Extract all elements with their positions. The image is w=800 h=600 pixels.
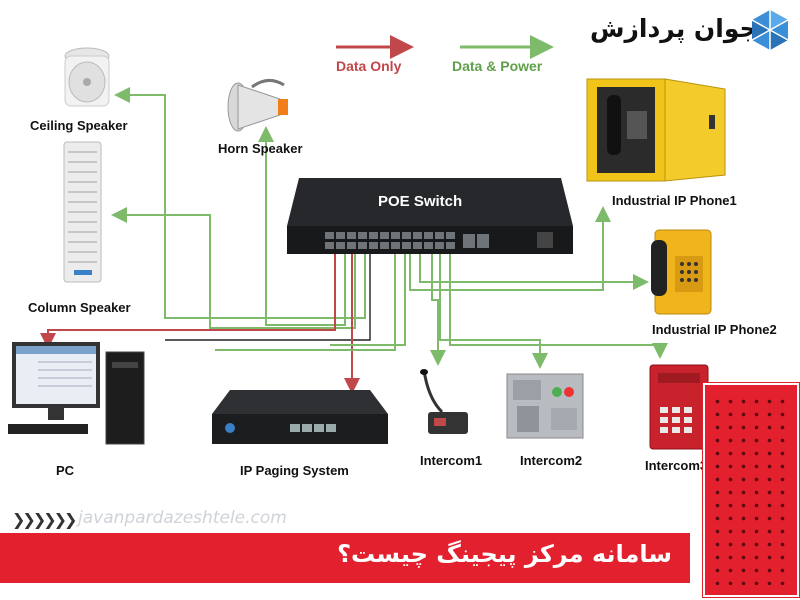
pc-icon bbox=[8, 342, 145, 445]
ceiling-speaker-icon bbox=[64, 47, 110, 107]
intercom1-label: Intercom1 bbox=[420, 453, 483, 468]
intercom3-icon bbox=[649, 364, 709, 450]
wire-intercom1 bbox=[430, 253, 446, 366]
decorative-red-panel bbox=[703, 383, 799, 597]
intercom3-label: Intercom3 bbox=[645, 458, 708, 473]
banner-title: سامانه مرکز پیجینگ چیست؟ bbox=[337, 540, 672, 568]
column-speaker-icon bbox=[63, 141, 102, 283]
poe-switch-label: POE Switch bbox=[378, 193, 463, 210]
column-speaker-label: Column Speaker bbox=[28, 300, 131, 315]
wire-intercom3 bbox=[449, 253, 668, 359]
brand-name: جوان پردازش bbox=[590, 14, 758, 43]
industrial-phone2-icon bbox=[651, 229, 712, 315]
industrial-phone1-label: Industrial IP Phone1 bbox=[612, 193, 737, 208]
wire-phone2 bbox=[419, 253, 649, 290]
wire-intercom2 bbox=[439, 253, 548, 369]
pc-label: PC bbox=[56, 463, 75, 478]
ceiling-speaker-label: Ceiling Speaker bbox=[30, 118, 128, 133]
intercom2-icon bbox=[506, 373, 584, 439]
wire-green-extra bbox=[330, 253, 406, 346]
chevrons-icon: ❯❯❯❯❯❯ bbox=[12, 510, 77, 529]
brand-icon bbox=[751, 10, 789, 50]
title-banner: سامانه مرکز پیجینگ چیست؟ bbox=[0, 533, 690, 583]
poe-switch-icon bbox=[287, 178, 573, 254]
industrial-phone1-icon bbox=[586, 78, 726, 182]
wire-green-extra2 bbox=[215, 253, 396, 351]
brand-logo: جوان پردازش bbox=[590, 8, 795, 52]
legend-data-only-label: Data Only bbox=[336, 58, 402, 74]
horn-speaker-icon bbox=[227, 79, 288, 132]
intercom1-icon bbox=[420, 369, 468, 434]
ip-paging-icon bbox=[212, 390, 388, 444]
industrial-phone2-label: Industrial IP Phone2 bbox=[652, 322, 777, 337]
ip-paging-label: IP Paging System bbox=[240, 463, 349, 478]
website-watermark: javanpardazeshtele.com bbox=[78, 508, 287, 528]
legend-data-power-label: Data & Power bbox=[452, 58, 543, 74]
intercom2-label: Intercom2 bbox=[520, 453, 583, 468]
wire-black bbox=[165, 253, 371, 341]
horn-speaker-label: Horn Speaker bbox=[218, 141, 303, 156]
decorative-dot-grid bbox=[711, 395, 791, 585]
